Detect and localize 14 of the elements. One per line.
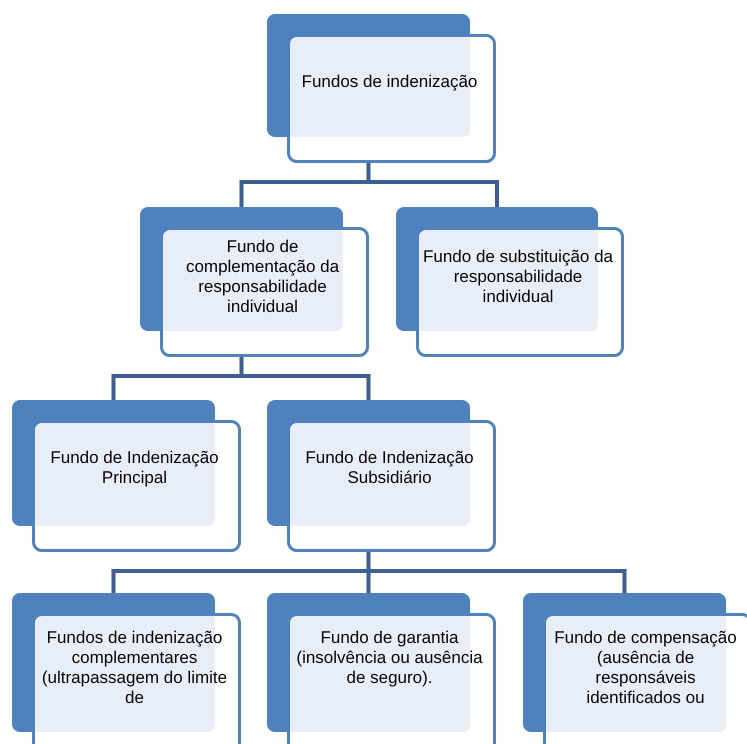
node-text: Fundo de complementação da responsabilidade individual bbox=[184, 237, 340, 317]
stacked-box bbox=[267, 400, 496, 552]
stacked-box bbox=[396, 207, 624, 357]
node-text: Fundo de garantia (insolvência ou ausência de seguro). bbox=[295, 628, 484, 688]
stacked-box bbox=[12, 400, 241, 552]
stacked-box bbox=[140, 207, 369, 357]
node-text: Fundo de Indenização Principal bbox=[49, 448, 220, 488]
node-text: Fundos de indenização complementares (ultrapassagem do limite de bbox=[40, 628, 228, 708]
node-text: Fundos de indenização bbox=[300, 72, 478, 92]
node-text: Fundo de substituição da responsabilidade individual bbox=[422, 247, 614, 307]
node-text: Fundo de compensação (ausência de responsáveis identificados ou bbox=[553, 628, 738, 708]
node-text: Fundo de Indenização Subsidiário bbox=[304, 448, 475, 488]
stacked-box bbox=[267, 14, 496, 163]
connector-line bbox=[366, 552, 626, 593]
